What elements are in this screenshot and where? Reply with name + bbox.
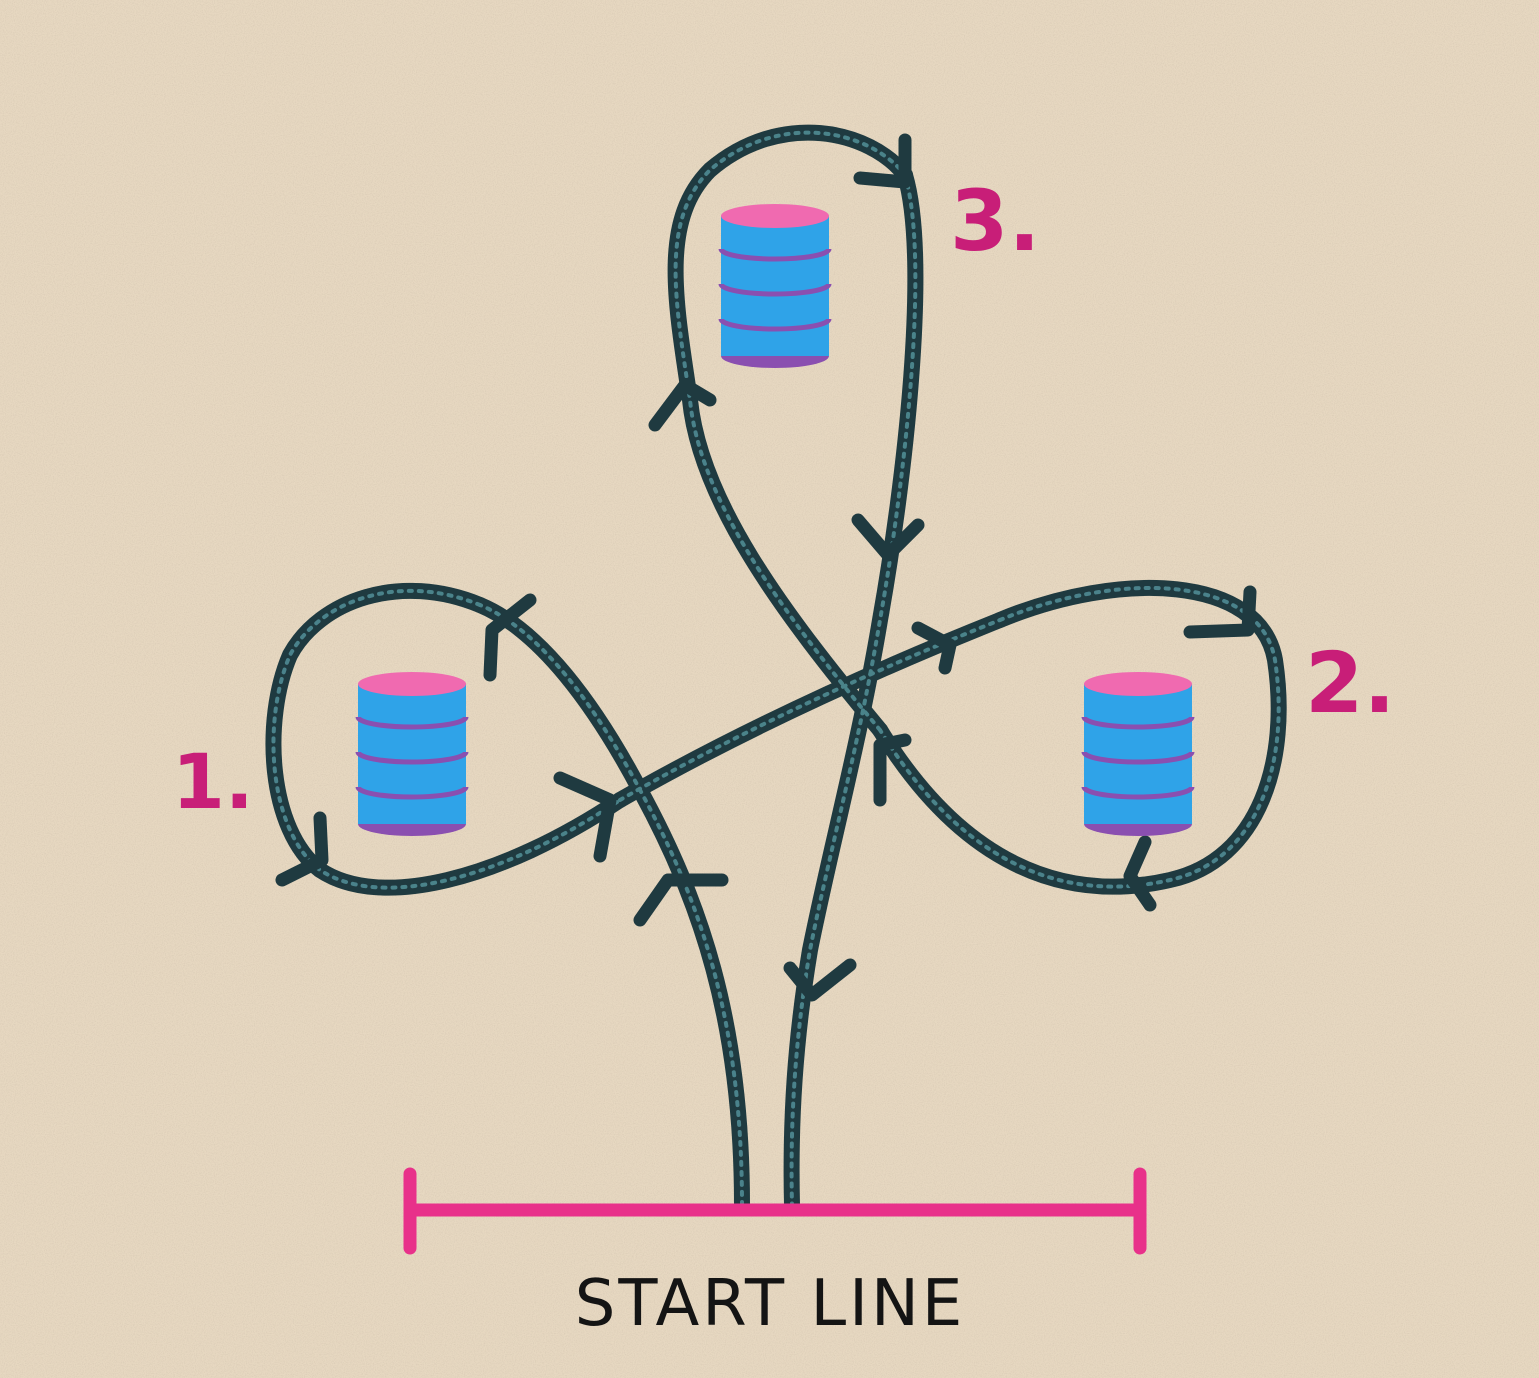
barrel-2-label: 2. xyxy=(1305,634,1395,732)
direction-arrow xyxy=(483,593,537,682)
direction-arrow xyxy=(783,958,857,1002)
barrel-body xyxy=(358,684,466,824)
direction-arrow xyxy=(851,513,925,562)
direction-arrow xyxy=(553,771,617,863)
direction-arrows xyxy=(275,133,1257,1002)
direction-arrow xyxy=(873,733,912,807)
race-path xyxy=(265,124,1287,1213)
start-line xyxy=(403,1167,1147,1255)
barrel-3-label: 3. xyxy=(950,172,1040,270)
direction-arrow xyxy=(1183,585,1257,639)
direction-arrow xyxy=(275,811,329,887)
barrel-body xyxy=(1084,684,1192,824)
start-line-label: START LINE xyxy=(575,1267,966,1341)
barrel-2 xyxy=(1081,672,1195,836)
direction-arrow xyxy=(911,621,957,675)
barrel-top xyxy=(721,204,829,228)
direction-arrow xyxy=(648,378,717,432)
barrel-top xyxy=(358,672,466,696)
direction-arrow xyxy=(1123,835,1157,912)
barrel-body xyxy=(721,216,829,356)
direction-arrow xyxy=(853,133,912,189)
barrel-1-label: 1. xyxy=(172,737,254,826)
barrel-1 xyxy=(355,672,469,836)
barrel-3 xyxy=(718,204,832,368)
barrel-top xyxy=(1084,672,1192,696)
direction-arrow xyxy=(633,873,729,927)
